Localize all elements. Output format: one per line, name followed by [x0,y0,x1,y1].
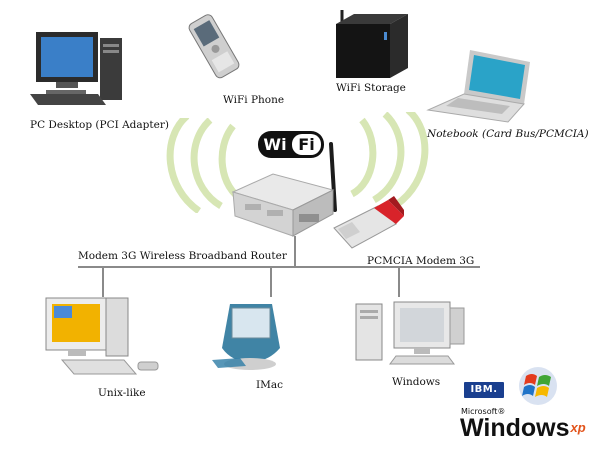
pc-desktop-icon [30,32,122,105]
wifi-phone-label: WiFi Phone [223,94,285,106]
xp-wordmark-text: xp [570,420,586,435]
imac-drop-line [270,267,272,297]
windows-xp-wordmark: Windowsxp [460,414,586,442]
ibm-logo-text: IBM. [470,384,498,395]
windows-drop-line [398,267,400,297]
wifi-logo-left-text: Wi [263,135,286,154]
windows-flag-icon [519,367,557,405]
windows-wordmark-text: Windows [460,414,570,442]
wifi-logo: Wi Fi [258,131,324,158]
router-label: Modem 3G Wireless Broadband Router [78,250,287,262]
unix-like-icon [45,297,159,375]
windows-label: Windows [392,376,441,388]
ibm-logo: IBM. [464,382,504,398]
pcmcia-modem-icon [333,196,404,249]
router-drop-line [294,236,296,267]
notebook-label: Notebook (Card Bus/PCMCIA) [427,128,589,140]
wifi-storage-icon [336,10,408,78]
windows-pc-icon [355,301,465,365]
wifi-logo-right-text: Fi [298,135,314,154]
imac-icon [212,304,280,370]
router-icon [231,142,337,237]
microsoft-logo-text: Microsoft® [461,407,506,416]
pcmcia-modem-label: PCMCIA Modem 3G [367,255,475,267]
network-bus-line [78,266,480,268]
unix-like-label: Unix-like [98,387,146,399]
unix-drop-line [102,267,104,297]
wifi-phone-icon [188,14,240,79]
wifi-storage-label: WiFi Storage [336,82,406,94]
pc-desktop-label: PC Desktop (PCI Adapter) [30,119,169,131]
notebook-icon [426,50,530,123]
imac-label: IMac [256,379,284,391]
wifi-waves-right [350,112,429,207]
